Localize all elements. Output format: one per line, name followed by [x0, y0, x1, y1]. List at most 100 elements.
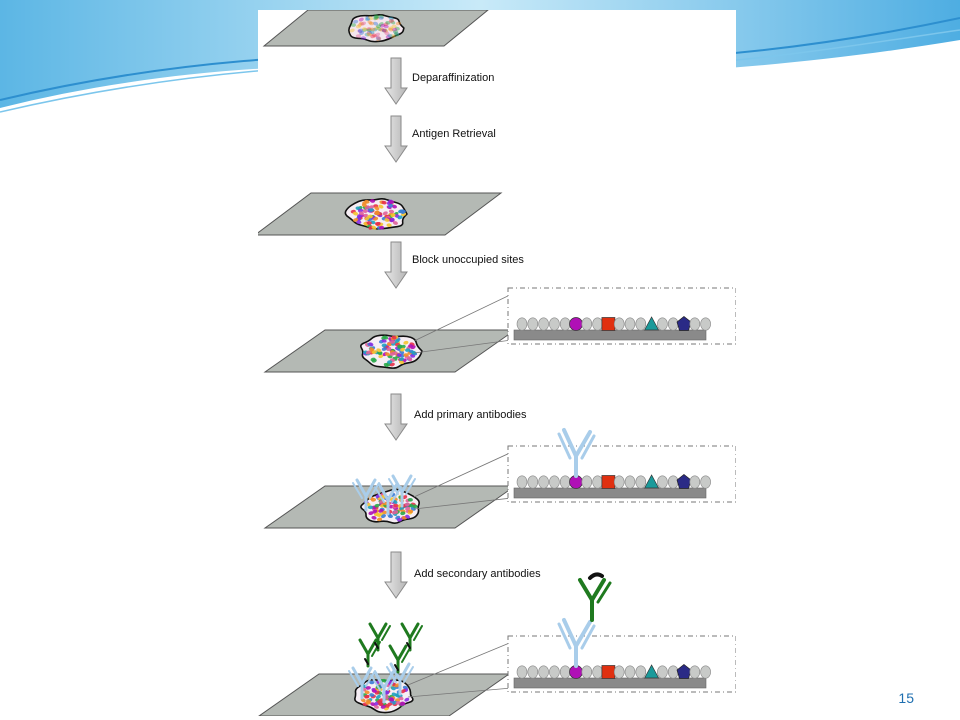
cell-dot — [371, 350, 377, 355]
cell-dot — [367, 214, 373, 219]
cell-dot — [368, 208, 374, 212]
cell-dot — [405, 348, 411, 352]
cell-dot — [394, 683, 400, 688]
surface-protein — [549, 317, 560, 331]
cell-dot — [381, 28, 387, 33]
cell-dot — [388, 19, 394, 23]
antigen-pentagon — [676, 664, 692, 679]
surface-protein — [657, 475, 668, 489]
surface-protein — [559, 475, 571, 489]
cell-dot — [368, 511, 374, 515]
cell-dot — [400, 689, 406, 694]
cell-dot — [405, 506, 411, 511]
surface-protein — [635, 475, 647, 489]
cell-dot — [384, 31, 390, 36]
tissue-slide — [258, 622, 511, 716]
cell-dot — [379, 23, 385, 28]
cell-dot — [357, 28, 364, 33]
cell-dot — [394, 32, 400, 37]
cell-dot — [404, 502, 410, 507]
cell-dot — [365, 686, 371, 690]
surface-protein — [624, 475, 636, 489]
cell-dot — [365, 16, 371, 21]
cell-dot — [370, 27, 376, 32]
tissue-slide — [263, 329, 517, 373]
cell-dot — [367, 20, 373, 25]
cell-dot — [408, 344, 414, 348]
cell-dot — [383, 22, 389, 27]
cell-dot — [378, 14, 384, 19]
surface-protein — [592, 317, 603, 331]
surface-protein — [538, 317, 549, 331]
surface-protein — [516, 665, 528, 679]
membrane-surface — [513, 329, 707, 341]
cell-dot — [372, 27, 378, 32]
cell-dot — [366, 699, 372, 704]
cell-dot — [349, 28, 355, 33]
cell-dot — [399, 702, 405, 707]
cell-dot — [362, 28, 368, 32]
cell-dot — [373, 21, 379, 26]
cell-dot — [370, 34, 376, 39]
membrane-surface — [513, 487, 707, 499]
cell-dot — [375, 36, 381, 41]
zoom-connector-line — [407, 641, 513, 686]
cell-dot — [394, 339, 400, 344]
cell-dot — [365, 350, 371, 355]
cell-dot — [403, 340, 409, 345]
cell-dot — [388, 27, 394, 32]
cell-dot — [391, 204, 397, 209]
cell-dot — [355, 34, 361, 38]
cell-dot — [383, 24, 389, 29]
cell-dot — [381, 514, 386, 519]
zoom-insets — [407, 287, 736, 698]
cell-dot — [353, 217, 359, 222]
cell-dot — [379, 225, 385, 230]
cell-dot — [371, 33, 377, 38]
tissue-slide — [263, 474, 517, 529]
cell-dot — [381, 335, 387, 340]
antigen-square — [601, 665, 616, 679]
cell-dot — [366, 31, 372, 35]
cell-dot — [386, 347, 392, 351]
cell-dot — [352, 211, 359, 216]
tissue-slides — [258, 10, 517, 716]
ihc-diagram-panel: Deparaffinization Antigen Retrieval Bloc… — [258, 10, 736, 716]
cell-dot — [395, 700, 401, 705]
zoom-connector-line — [407, 687, 513, 698]
cell-dot — [389, 352, 395, 356]
cell-dot — [378, 508, 384, 513]
down-arrow-icon — [384, 241, 408, 289]
cell-dot — [355, 24, 362, 29]
cell-dot — [364, 690, 370, 695]
cell-dot — [364, 32, 370, 37]
down-arrow-icon — [384, 57, 408, 105]
surface-protein — [689, 317, 701, 331]
surface-protein — [700, 475, 711, 489]
cell-dot — [364, 199, 370, 204]
surface-protein — [592, 665, 603, 679]
cell-dot — [381, 343, 387, 348]
surface-protein — [667, 665, 679, 679]
surface-protein — [689, 665, 701, 679]
cell-dot — [369, 693, 375, 697]
antigen-circle — [569, 317, 583, 331]
surface-protein — [527, 317, 539, 331]
antigen-pentagon — [676, 474, 692, 489]
antigen-pentagon — [676, 316, 692, 331]
cell-dot — [390, 20, 396, 25]
surface-protein — [635, 665, 647, 679]
cell-dot — [379, 27, 385, 32]
secondary-antibody — [578, 572, 612, 622]
zoom-inset — [413, 287, 736, 354]
cell-dot — [375, 221, 381, 226]
surface-protein — [559, 665, 571, 679]
cell-dot — [373, 26, 379, 31]
surface-protein — [657, 665, 668, 679]
cell-dot — [388, 203, 394, 208]
surface-protein — [581, 475, 593, 489]
cell-dot — [405, 514, 411, 519]
cell-dot — [357, 22, 363, 27]
zoom-connector-line — [413, 339, 513, 354]
cell-dot — [372, 509, 378, 514]
